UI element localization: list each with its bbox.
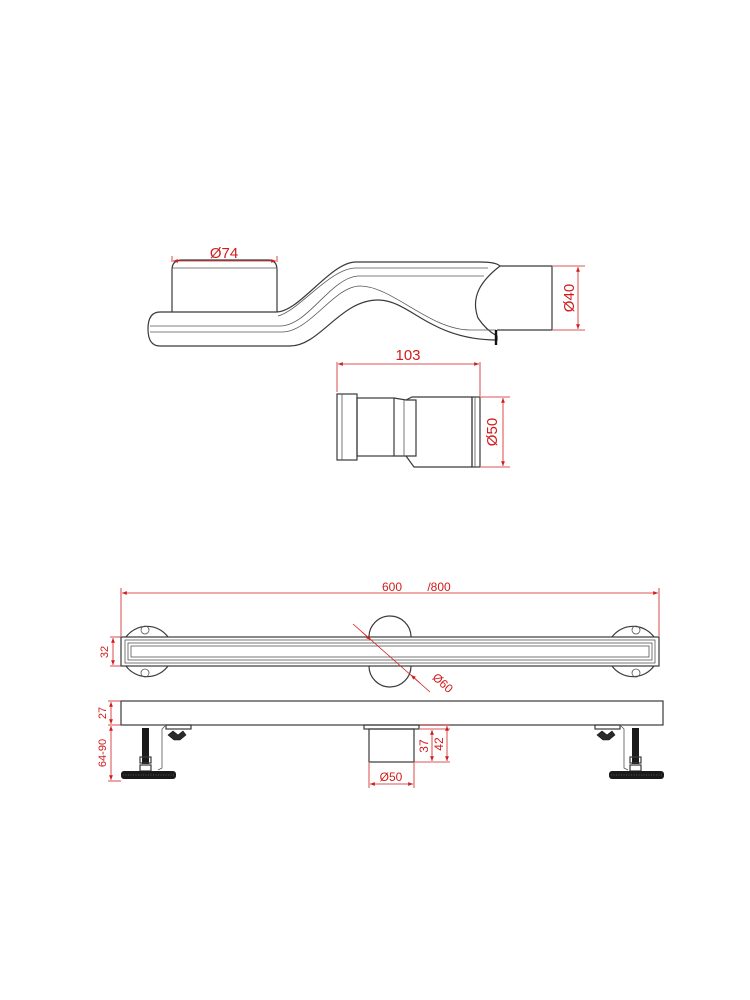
siphon-body (147, 261, 501, 347)
dim-leg-height-64-90: 64-90 (97, 739, 109, 767)
siphon-outlet (497, 265, 553, 331)
dim-outlet-diameter-60: Ø60 (430, 670, 456, 696)
left-adjustable-foot (121, 724, 192, 779)
dim-outlet-height-37: 37 (417, 739, 431, 753)
dim-width-32: 32 (99, 646, 111, 658)
dim-adapter-length: 103 (395, 347, 420, 364)
dim-length-600: 600 (382, 580, 402, 594)
right-adjustable-foot (594, 724, 664, 779)
drain-side-view: 27 64-90 37 42 Ø50 (97, 700, 664, 788)
dim-adapter-diameter: Ø50 (484, 418, 501, 446)
dim-siphon-outlet-diameter: Ø40 (561, 284, 578, 312)
dim-siphon-top-diameter: Ø74 (210, 245, 238, 262)
dim-outlet-height-42: 42 (432, 737, 446, 751)
drain-outlet (368, 728, 415, 763)
drain-top-view: 600 /800 32 Ø60 (99, 580, 660, 696)
drain-channel (120, 700, 664, 726)
siphon-side-view: Ø74 Ø40 (147, 245, 585, 347)
dim-length-800: /800 (427, 580, 451, 594)
dim-bottom-outlet-diameter-50: Ø50 (380, 770, 403, 784)
adapter-view: 103 Ø50 (336, 347, 510, 468)
dim-channel-height-27: 27 (97, 707, 109, 719)
